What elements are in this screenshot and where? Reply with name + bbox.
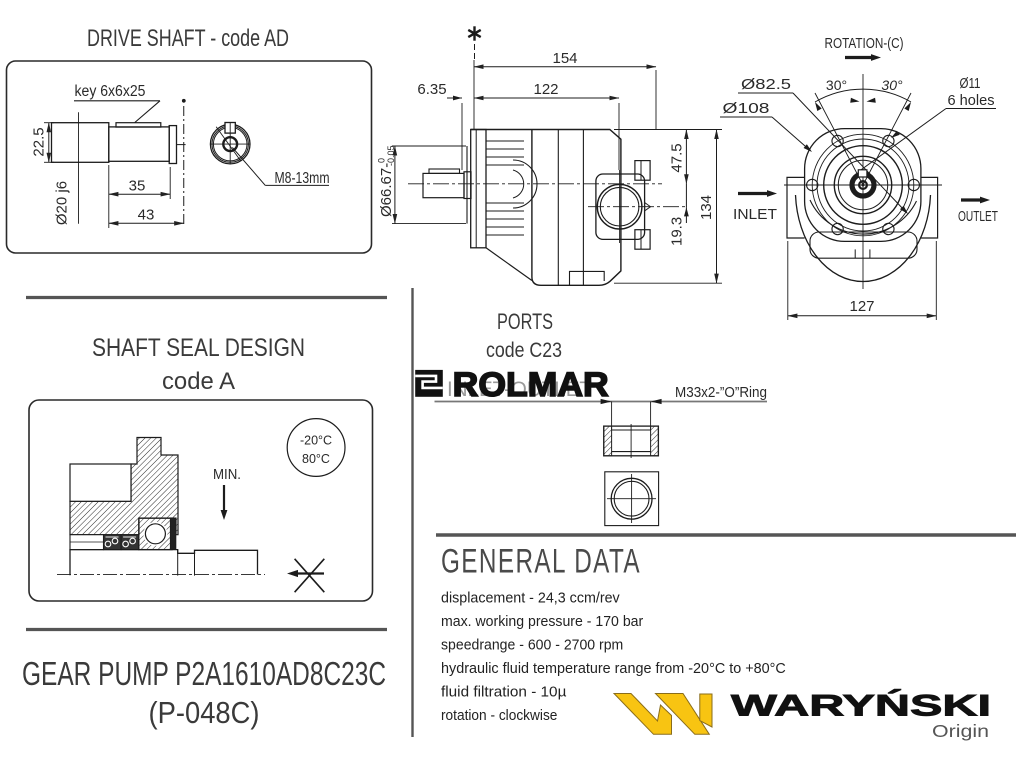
- svg-text:47.5: 47.5: [669, 143, 686, 172]
- svg-text:0: 0: [377, 158, 387, 163]
- svg-text:displacement - 24,3 ccm/rev: displacement - 24,3 ccm/rev: [441, 591, 620, 607]
- svg-text:35: 35: [129, 178, 146, 195]
- svg-text:-0.05: -0.05: [386, 145, 396, 166]
- svg-text:hydraulic fluid temperature ra: hydraulic fluid temperature range from -…: [441, 661, 786, 677]
- svg-text:122: 122: [533, 81, 558, 98]
- svg-text:PORTS: PORTS: [497, 309, 553, 334]
- svg-text:Origin: Origin: [932, 721, 989, 741]
- svg-text:154: 154: [552, 50, 577, 67]
- svg-text:134: 134: [698, 195, 715, 220]
- svg-text:80°C: 80°C: [302, 452, 330, 466]
- svg-text:MIN.: MIN.: [213, 466, 241, 483]
- svg-text:M33x2-”O”Ring: M33x2-”O”Ring: [675, 385, 767, 401]
- svg-text:speedrange - 600 - 2700 rpm: speedrange - 600 - 2700 rpm: [441, 638, 623, 654]
- svg-text:(P-048C): (P-048C): [149, 695, 260, 730]
- svg-text:OUTLET: OUTLET: [958, 209, 998, 225]
- svg-text:INLET-OUTLET: INLET-OUTLET: [447, 378, 592, 401]
- svg-text:ROTATION-(C): ROTATION-(C): [825, 36, 904, 52]
- svg-text:DRIVE SHAFT - code AD: DRIVE SHAFT - code AD: [87, 25, 289, 52]
- svg-text:Ø82.5: Ø82.5: [741, 77, 791, 93]
- svg-text:WARYŃSKI: WARYŃSKI: [731, 689, 991, 723]
- svg-text:SHAFT SEAL DESIGN: SHAFT SEAL DESIGN: [92, 334, 305, 362]
- svg-text:6 holes: 6 holes: [948, 93, 995, 109]
- svg-text:6.35: 6.35: [417, 81, 446, 98]
- svg-text:30°: 30°: [826, 77, 847, 93]
- svg-text:max. working pressure - 170 ba: max. working pressure - 170 bar: [441, 614, 643, 630]
- svg-text:M8-13mm: M8-13mm: [275, 170, 330, 187]
- svg-text:rotation - clockwise: rotation - clockwise: [441, 708, 557, 724]
- svg-text:-20°C: -20°C: [300, 434, 332, 448]
- svg-text:127: 127: [849, 298, 874, 315]
- svg-text:Ø66.67-: Ø66.67-: [378, 163, 395, 217]
- svg-text:GENERAL DATA: GENERAL DATA: [441, 543, 641, 581]
- svg-text:Ø11: Ø11: [960, 76, 981, 92]
- svg-text:INLET: INLET: [733, 207, 777, 223]
- svg-text:Ø108: Ø108: [723, 101, 770, 117]
- svg-text:code C23: code C23: [486, 339, 562, 362]
- svg-text:fluid filtration - 10µ: fluid filtration - 10µ: [441, 685, 567, 701]
- svg-text:Ø20 j6: Ø20 j6: [54, 181, 71, 225]
- svg-text:30°: 30°: [881, 77, 903, 93]
- svg-text:ROLMAR: ROLMAR: [453, 366, 609, 404]
- svg-text:code A: code A: [162, 368, 235, 395]
- svg-text:19.3: 19.3: [669, 217, 686, 246]
- svg-text:GEAR PUMP P2A1610AD8C23C: GEAR PUMP P2A1610AD8C23C: [22, 655, 386, 692]
- svg-text:key 6x6x25: key 6x6x25: [75, 83, 146, 100]
- svg-text:43: 43: [138, 207, 155, 224]
- svg-text:22.5: 22.5: [31, 127, 48, 156]
